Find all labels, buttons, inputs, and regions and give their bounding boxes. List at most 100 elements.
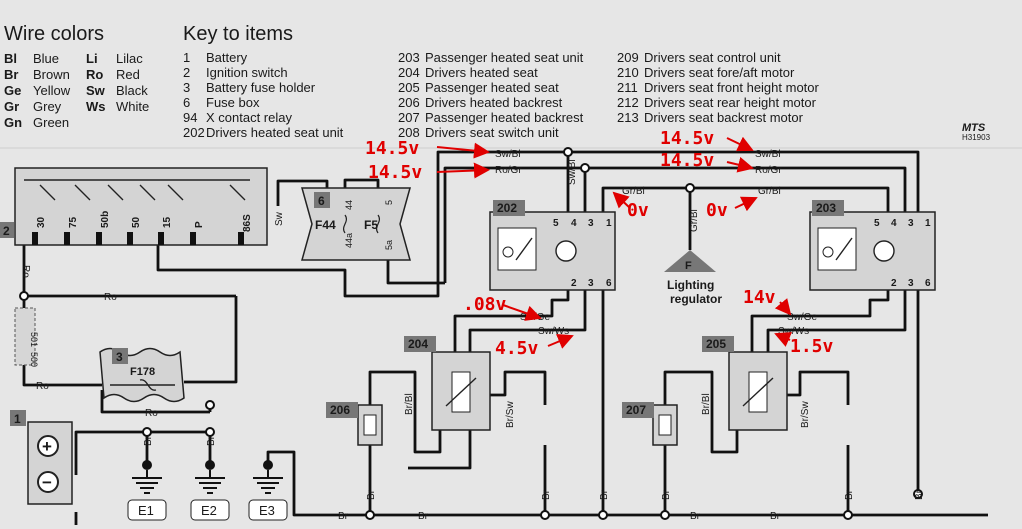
- component-tag: [622, 402, 654, 418]
- ignition-switch: 2 30 75 50b 50 15 P 86S: [0, 167, 268, 246]
- key-name: Drivers heated seat unit: [206, 125, 344, 140]
- harness-501: 501: [29, 332, 39, 347]
- wire-code: Ws: [86, 99, 106, 114]
- voltage-reading: 14.5v: [368, 162, 422, 183]
- component-tag: [0, 222, 14, 238]
- heater-element-icon: [658, 414, 672, 436]
- drivers-heated-backrest: 206: [326, 402, 383, 446]
- pin-label: 1: [925, 218, 931, 229]
- pin-label: 2: [571, 278, 577, 289]
- voltage-reading: 14.5v: [365, 138, 419, 159]
- wire-label: Sw/Bl: [495, 149, 521, 160]
- key-num: 203: [398, 50, 420, 65]
- wire-label: Br: [770, 511, 781, 522]
- pin-label: 1: [606, 218, 612, 229]
- ground-dot: [205, 460, 215, 470]
- pin-label: 5: [553, 218, 559, 229]
- key-title: Key to items: [183, 23, 293, 45]
- wire-label: Sw/Bl: [755, 149, 781, 160]
- junction-dot: [205, 400, 215, 410]
- component-number: 204: [408, 337, 428, 351]
- wire-label: Br: [599, 489, 610, 500]
- key-name: Passenger heated backrest: [425, 110, 584, 125]
- key-name: Drivers seat front height motor: [644, 80, 820, 95]
- variable-resistor-icon: [835, 237, 853, 261]
- voltage-reading: 1.5v: [790, 336, 834, 357]
- drivers-heated-seat: 204: [404, 336, 491, 431]
- key-num: 94: [183, 110, 197, 125]
- wire-color: Lilac: [116, 51, 143, 66]
- header: Wire colors Key to items Bl Blue Br Brow…: [4, 23, 991, 142]
- wire-label: Br/Sw: [505, 401, 516, 428]
- switch-terminal-pins: [32, 232, 244, 245]
- figure-ref: H31903: [962, 133, 991, 142]
- key-num: 207: [398, 110, 420, 125]
- key-num: 204: [398, 65, 420, 80]
- wire-label: Gr/Bl: [758, 186, 781, 197]
- lamp-icon: [822, 246, 834, 258]
- variable-resistor-icon: [515, 237, 533, 261]
- thermostat-icon: [742, 377, 774, 407]
- wire-label: Sw/Ge: [520, 312, 550, 323]
- pin-label: 5: [874, 218, 880, 229]
- regulator-triangle-icon: [664, 250, 716, 272]
- ground-symbols: [132, 470, 283, 494]
- voltage-annotations: 14.5v 14.5v 14.5v 14.5v 0v 0v .08v 4.5v …: [365, 128, 834, 359]
- fuse-element-icon: [342, 214, 381, 234]
- key-name: Passenger heated seat: [425, 80, 559, 95]
- switch-term: 15: [162, 216, 173, 228]
- pin-label: 3: [588, 218, 594, 229]
- wire-205-br-bl: [663, 370, 739, 454]
- annotation-arrow: [436, 142, 490, 159]
- wire-202-sw-ge: [453, 290, 570, 360]
- passenger-heated-seat: 205: [702, 336, 788, 431]
- wire-label: Br: [143, 435, 154, 446]
- component-number: 3: [116, 350, 123, 364]
- annotation-arrow: [726, 156, 754, 173]
- passenger-heated-seat-unit: 203 5 4 3 1 2 3 6: [809, 200, 936, 291]
- wire-204-out: [408, 430, 472, 470]
- wire-color: Black: [116, 83, 148, 98]
- key-name: Ignition switch: [206, 65, 288, 80]
- key-name: Drivers heated seat: [425, 65, 538, 80]
- wire-label: Br/Sw: [800, 401, 811, 428]
- harness-500: 500: [29, 352, 39, 367]
- junction-dot: [205, 427, 215, 437]
- pin-label: 6: [925, 278, 931, 289]
- component-tag: [314, 192, 330, 208]
- pin-label: 4: [891, 218, 897, 229]
- voltage-reading: 14v: [743, 287, 776, 308]
- component-number: 2: [3, 224, 10, 238]
- wire-code: Ge: [4, 83, 21, 98]
- harness-connector: 501 500: [14, 307, 39, 367]
- key-num: 212: [617, 95, 639, 110]
- wire-label: Ro/Gr: [755, 165, 782, 176]
- wire-label: Br: [541, 489, 552, 500]
- wire-color-legend: Bl Blue Br Brown Ge Yellow Gr Grey Gn Gr…: [4, 51, 149, 130]
- component-tag: [812, 200, 844, 216]
- switch-term: 75: [68, 216, 79, 228]
- wire-code: Gn: [4, 115, 22, 130]
- ground-labels: E1 E2 E3: [127, 499, 288, 521]
- junction-dot: [563, 147, 573, 157]
- wire-color: Brown: [33, 67, 70, 82]
- regulator-label-line1: Lighting: [667, 278, 714, 292]
- component-tag: [702, 336, 734, 352]
- voltage-reading: 14.5v: [660, 128, 714, 149]
- pin-label: 2: [891, 278, 897, 289]
- ground-e1: E1: [138, 503, 154, 518]
- key-num: 209: [617, 50, 639, 65]
- key-num: 211: [617, 80, 638, 95]
- wire-204-br-bl: [368, 370, 442, 454]
- annotation-arrow: [726, 136, 754, 152]
- pin-label: 3: [588, 278, 594, 289]
- battery-negative-icon: [37, 471, 59, 493]
- wire-ro-f178: [22, 365, 102, 387]
- transistor-icon: [555, 240, 577, 262]
- wire-ro-f178-out: [184, 296, 238, 384]
- component-number: 6: [318, 194, 325, 208]
- key-num: 213: [617, 110, 639, 125]
- fuse-term: 44a: [344, 233, 354, 248]
- component-tag: [326, 402, 358, 418]
